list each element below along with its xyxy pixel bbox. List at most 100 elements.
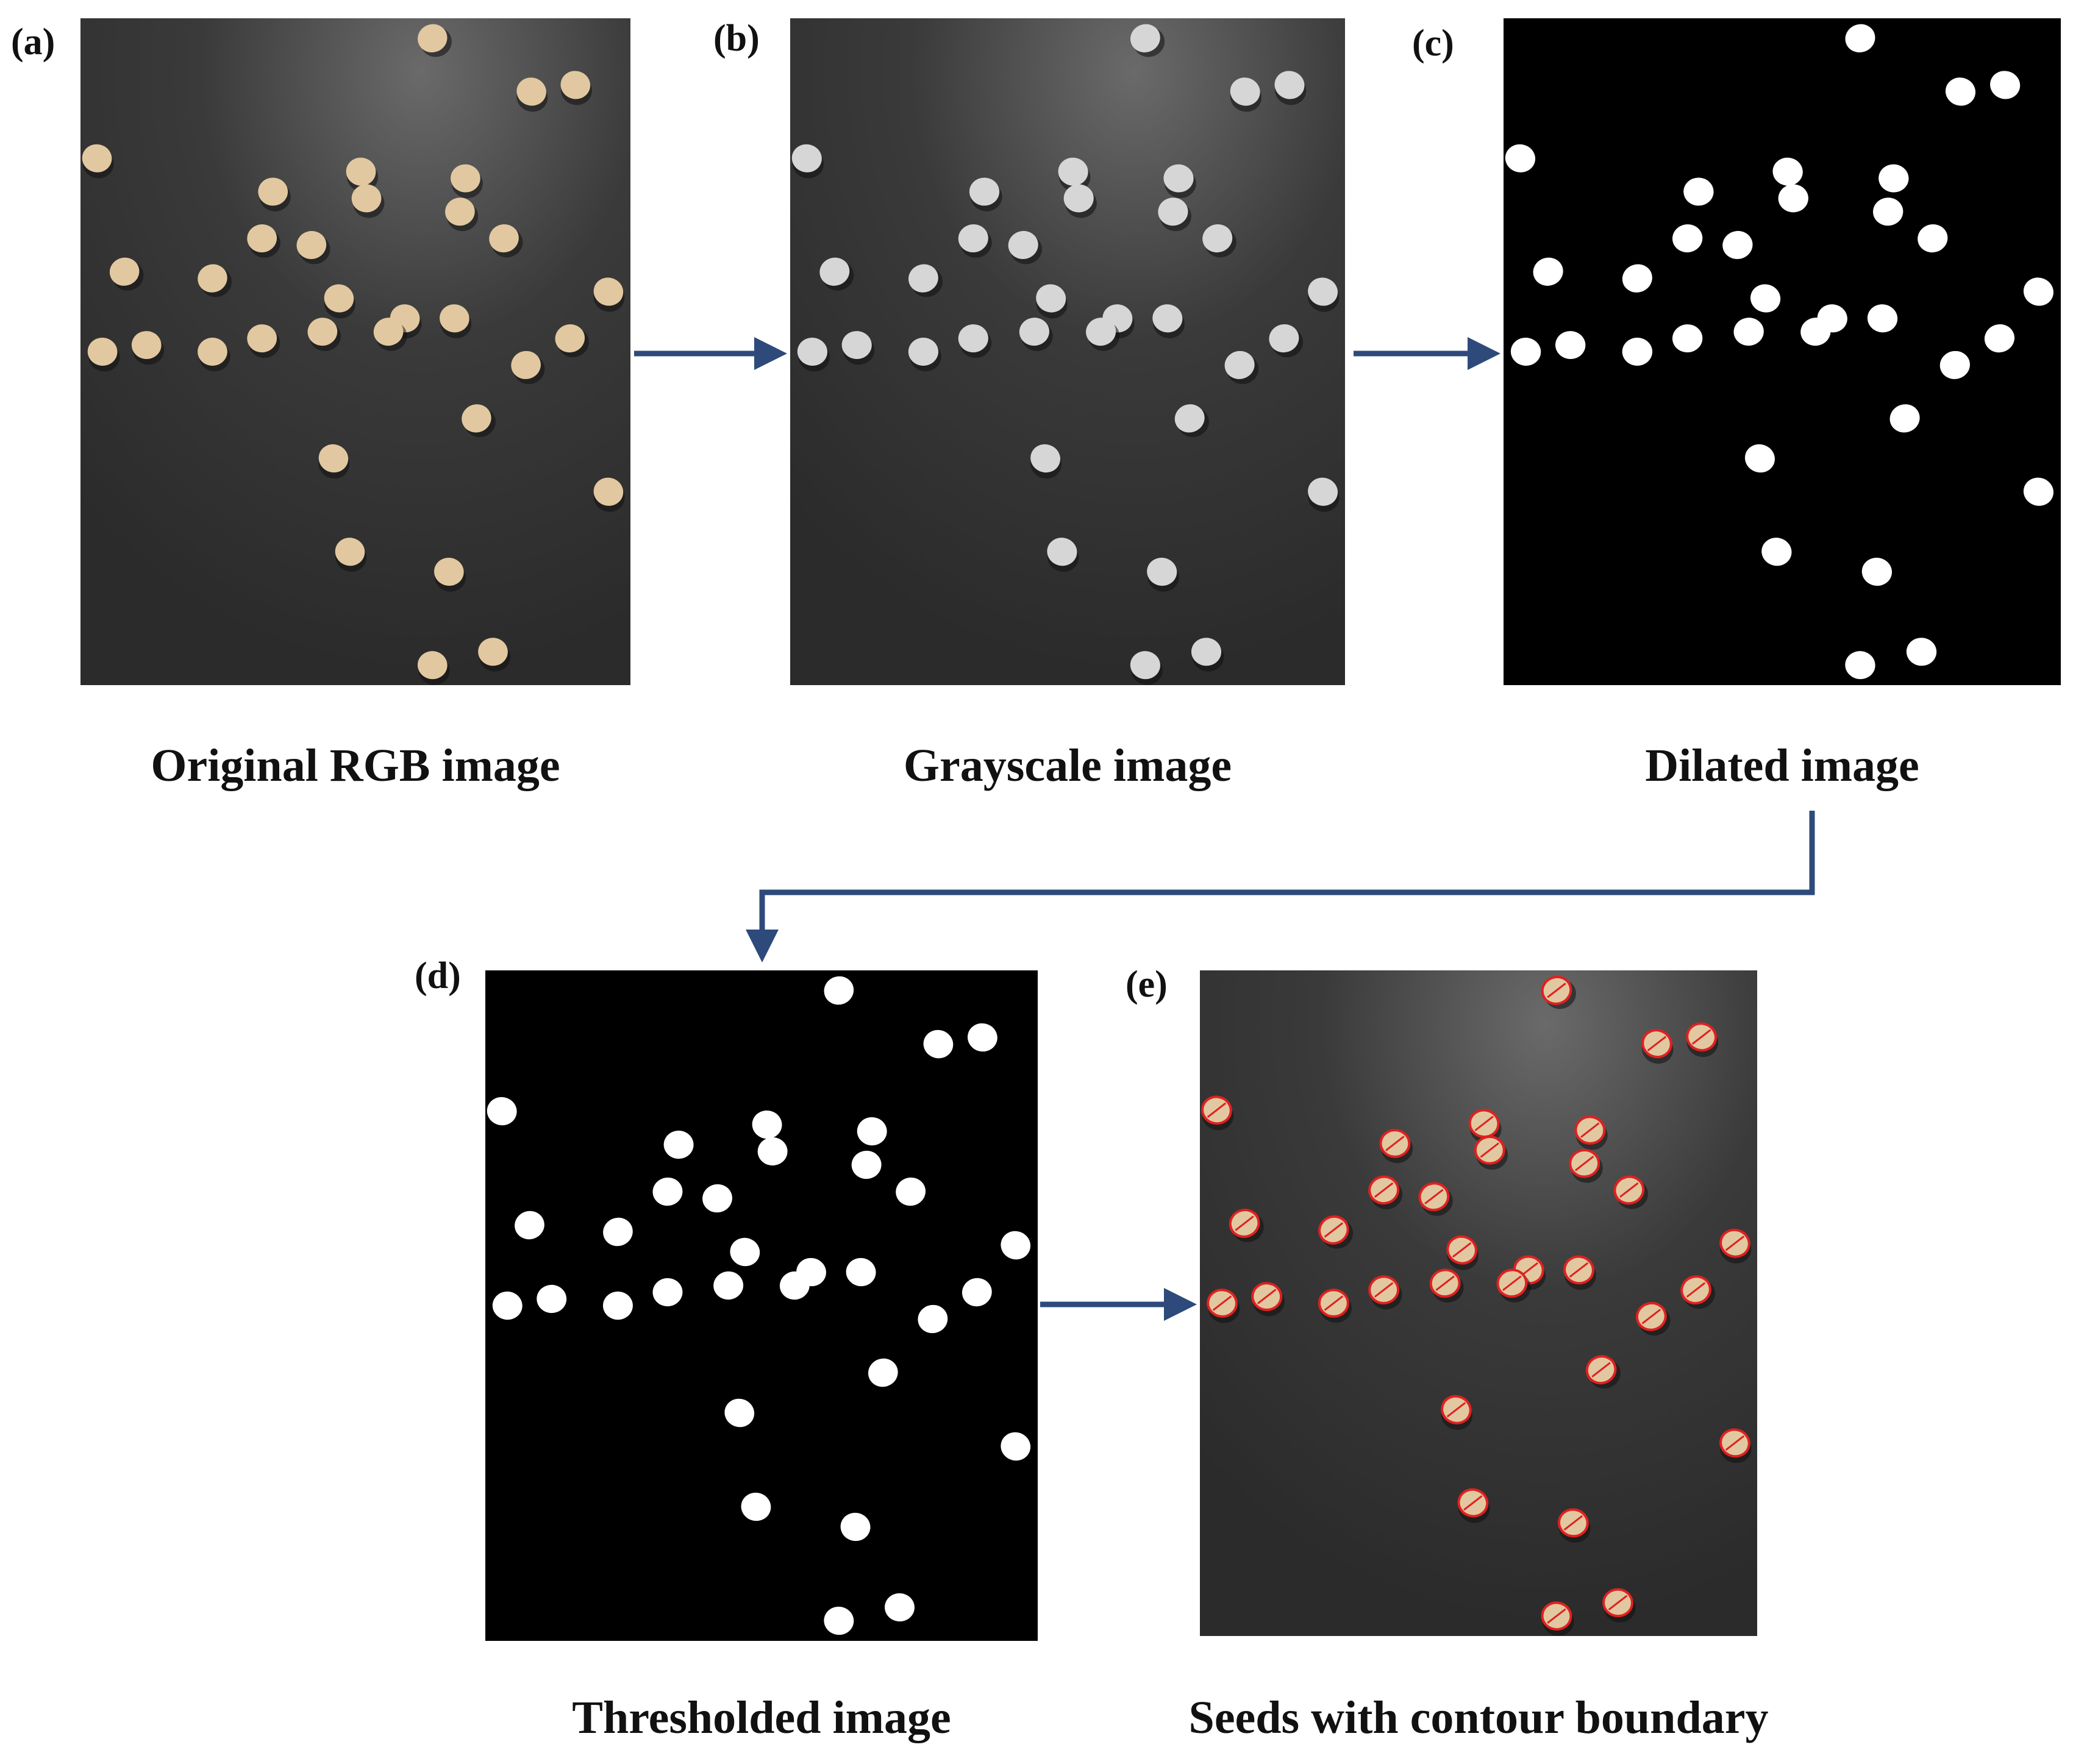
seed-contour bbox=[1418, 1182, 1450, 1212]
contour-background bbox=[1200, 970, 1757, 1636]
seed-contour-axis bbox=[1257, 1289, 1277, 1304]
seed-contour bbox=[1541, 975, 1572, 1005]
seed bbox=[418, 24, 448, 52]
caption-grayscale: Grayscale image bbox=[903, 740, 1232, 791]
seed-contour-axis bbox=[1563, 1515, 1583, 1531]
seed-contour bbox=[1201, 1095, 1232, 1125]
seed-contour bbox=[1686, 1022, 1717, 1052]
seed bbox=[487, 1097, 517, 1126]
seed bbox=[1845, 651, 1875, 680]
seed bbox=[1130, 651, 1160, 680]
seed bbox=[198, 338, 227, 366]
seed bbox=[1984, 324, 2015, 353]
grayscale-background bbox=[790, 18, 1345, 685]
seed-contour-axis bbox=[1374, 1182, 1394, 1198]
seed-contour bbox=[1613, 1175, 1645, 1205]
panel-letter-c: (c) bbox=[1412, 23, 1454, 64]
seed bbox=[335, 538, 365, 566]
seed-contour-axis bbox=[1686, 1282, 1706, 1298]
seed bbox=[2023, 477, 2053, 506]
seed bbox=[846, 1257, 876, 1287]
seed-contour bbox=[1641, 1029, 1672, 1059]
seed bbox=[1063, 184, 1094, 213]
seed bbox=[1147, 557, 1177, 586]
seed-contour-axis bbox=[1324, 1295, 1344, 1311]
seed bbox=[87, 338, 118, 366]
seed-contour bbox=[1680, 1275, 1711, 1305]
seed-contour-axis bbox=[1212, 1295, 1232, 1311]
seed bbox=[1750, 284, 1781, 313]
seed bbox=[1867, 304, 1898, 333]
seed bbox=[1308, 477, 1338, 506]
seed-contour-axis bbox=[1474, 1115, 1494, 1131]
seed-contour-axis bbox=[1619, 1182, 1639, 1198]
seed bbox=[1533, 257, 1563, 286]
seed bbox=[1269, 324, 1299, 353]
seed-contour bbox=[1368, 1175, 1400, 1205]
seed-contour bbox=[1457, 1488, 1489, 1518]
thresholded-svg bbox=[485, 970, 1038, 1641]
seed bbox=[1019, 318, 1049, 346]
seed bbox=[1158, 197, 1188, 226]
seed bbox=[918, 1304, 948, 1334]
seed bbox=[109, 257, 140, 286]
seed bbox=[489, 224, 519, 253]
seed bbox=[296, 230, 327, 259]
seed bbox=[1990, 71, 2021, 99]
seed bbox=[1945, 77, 1976, 106]
seed bbox=[258, 177, 288, 206]
seed bbox=[247, 224, 277, 253]
seed bbox=[824, 976, 854, 1005]
seed bbox=[2023, 277, 2053, 306]
seed bbox=[1174, 404, 1205, 433]
seed bbox=[819, 257, 850, 286]
seed bbox=[1224, 350, 1255, 379]
panel-letter-b: (b) bbox=[713, 18, 760, 59]
seed bbox=[840, 1512, 871, 1542]
seed bbox=[1872, 197, 1904, 226]
caption-thresholded: Thresholded image bbox=[572, 1692, 951, 1743]
seed bbox=[555, 324, 585, 353]
seed-contour bbox=[1318, 1215, 1349, 1245]
seed bbox=[908, 264, 938, 293]
seed-contour-axis bbox=[1608, 1595, 1628, 1611]
seed bbox=[730, 1237, 760, 1267]
seed-contour bbox=[1251, 1282, 1283, 1311]
seed bbox=[1230, 77, 1260, 106]
seed bbox=[1058, 157, 1088, 186]
seed bbox=[968, 1023, 997, 1052]
seed bbox=[851, 1150, 882, 1179]
arrow-c-to-d bbox=[746, 811, 1815, 962]
seed-contour bbox=[1468, 1109, 1500, 1138]
seed bbox=[1510, 338, 1541, 366]
seed bbox=[492, 1291, 523, 1320]
original-rgb-background bbox=[80, 18, 630, 685]
seed bbox=[1274, 71, 1305, 99]
seed-contour-axis bbox=[1207, 1102, 1227, 1118]
contour-svg bbox=[1200, 970, 1757, 1636]
seed bbox=[1001, 1432, 1031, 1461]
seed bbox=[324, 284, 354, 313]
seed-contour bbox=[1719, 1228, 1750, 1258]
seed bbox=[1733, 318, 1764, 346]
seed-contour bbox=[1229, 1209, 1260, 1238]
seed bbox=[702, 1184, 732, 1213]
seed-contour-axis bbox=[1463, 1495, 1483, 1511]
seed bbox=[1889, 404, 1920, 433]
seed bbox=[318, 444, 349, 473]
seed bbox=[896, 1177, 926, 1206]
seed bbox=[1683, 177, 1714, 206]
seed bbox=[958, 224, 988, 253]
contour-boundary-panel bbox=[1200, 970, 1757, 1636]
seed bbox=[741, 1492, 771, 1521]
seed bbox=[451, 164, 480, 193]
seed-contour-axis bbox=[1235, 1215, 1254, 1231]
seed-contour bbox=[1379, 1129, 1411, 1158]
seed bbox=[462, 404, 491, 433]
seed bbox=[779, 1271, 810, 1300]
seed-contour bbox=[1719, 1428, 1750, 1458]
seed bbox=[757, 1137, 788, 1166]
seed bbox=[1906, 638, 1937, 666]
seed-contour-axis bbox=[1547, 983, 1566, 998]
seed bbox=[1761, 538, 1792, 566]
